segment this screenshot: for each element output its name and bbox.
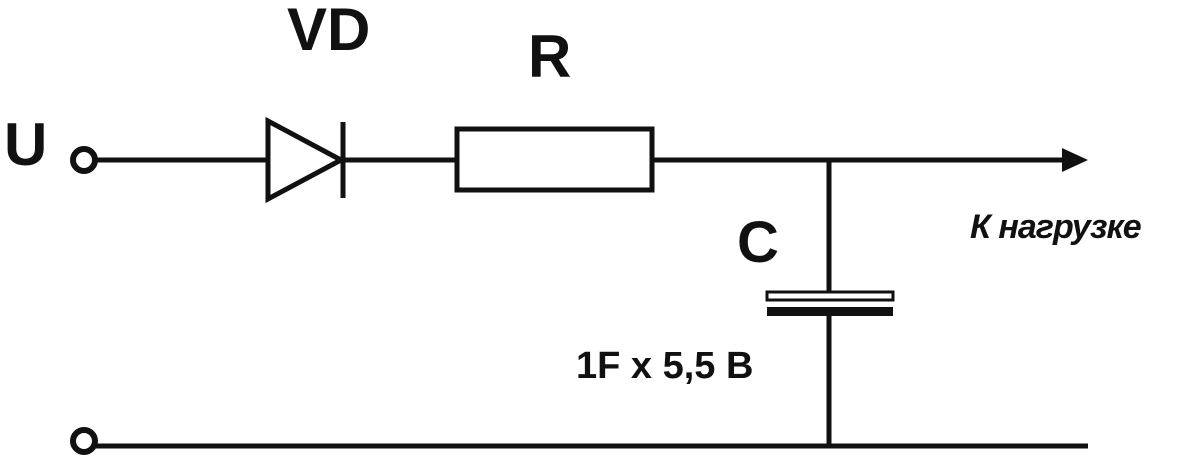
capacitor-label: C [737,210,779,275]
resistor-body [454,126,655,193]
diode-label: VD [287,0,370,63]
capacitor-plate-bottom [767,307,893,316]
load-label: К нагрузке [970,208,1141,246]
input-voltage-label: U [4,111,47,178]
capacitor-value-label: 1F x 5,5 B [576,345,753,387]
diode-triangle [265,116,347,204]
capacitor-plate-top [765,290,895,302]
input-terminal-top [70,146,98,174]
resistor-label: R [528,23,571,90]
input-terminal-bottom [70,427,98,455]
output-arrowhead [1062,148,1088,172]
